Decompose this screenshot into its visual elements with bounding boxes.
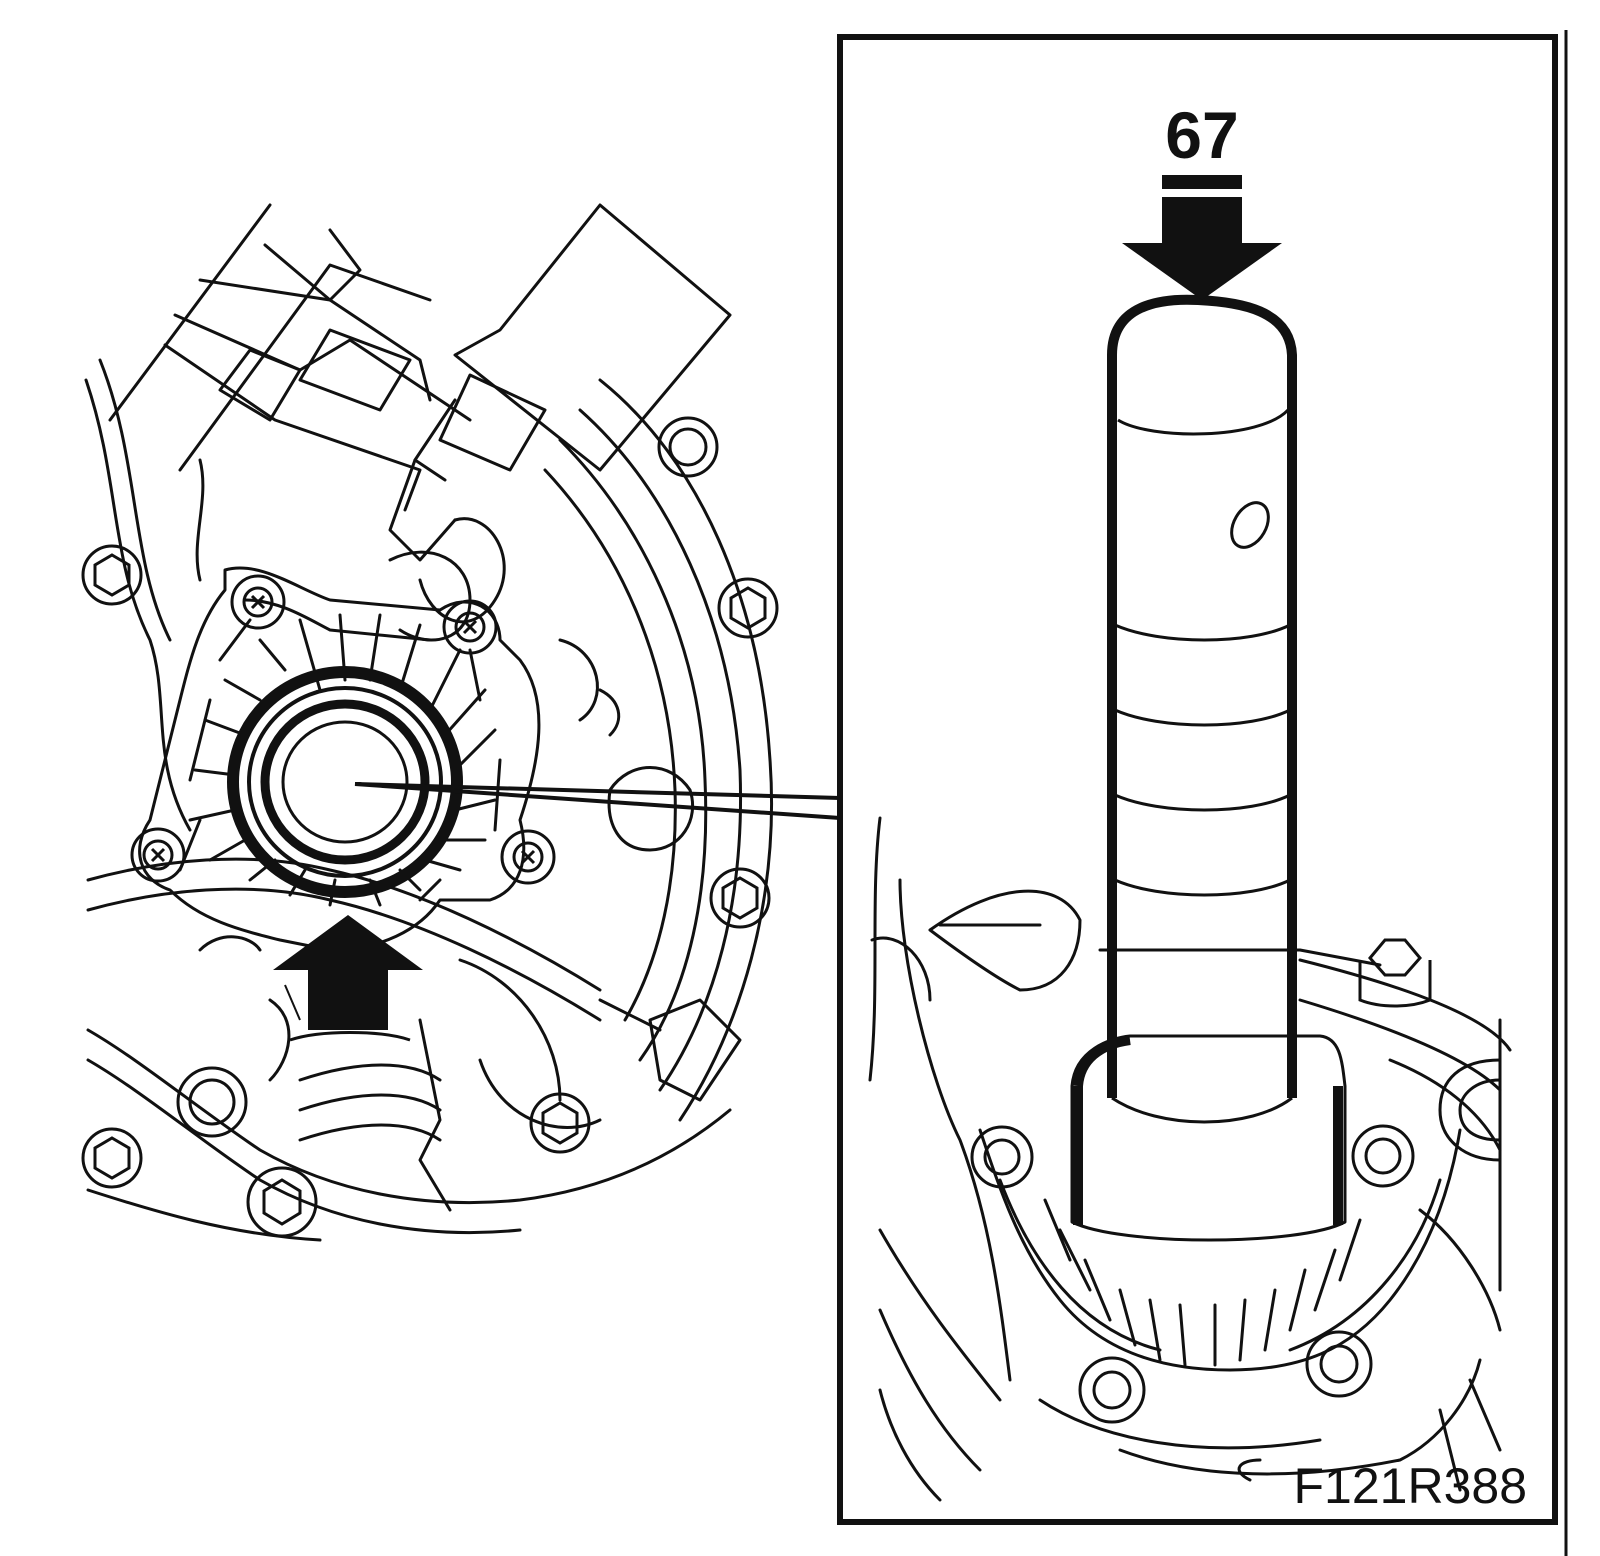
detail-housing bbox=[868, 816, 1512, 1502]
installer-tool bbox=[1070, 294, 1347, 1242]
housing-bolt bbox=[81, 544, 143, 606]
detail-screw bbox=[1351, 1124, 1415, 1188]
housing-bolt bbox=[81, 1127, 143, 1189]
carrier-screws bbox=[130, 574, 556, 885]
detail-screws bbox=[970, 938, 1432, 1424]
carrier-screw bbox=[230, 574, 286, 630]
housing-bolt bbox=[246, 1166, 318, 1238]
detail-bolt bbox=[1358, 938, 1432, 1008]
housing-bolt bbox=[657, 416, 719, 478]
arrow-down-icon bbox=[1122, 175, 1282, 300]
housing-bolt bbox=[717, 577, 779, 639]
arrow-up-icon bbox=[273, 915, 423, 1042]
detail-screw bbox=[1078, 1356, 1146, 1424]
housing-bolt bbox=[529, 1092, 591, 1154]
detail-screw bbox=[1305, 1330, 1373, 1398]
tool-number-label: 67 bbox=[1165, 98, 1238, 172]
carrier-screw bbox=[130, 827, 186, 883]
shaft-seal bbox=[227, 666, 463, 898]
housing-bolts bbox=[81, 416, 779, 1238]
detail-screw bbox=[970, 1125, 1034, 1189]
carrier-screw bbox=[500, 829, 556, 885]
figure-reference-label: F121R388 bbox=[1294, 1458, 1528, 1514]
detail-frame bbox=[837, 34, 1558, 1525]
callout-connector bbox=[354, 782, 841, 820]
carrier-screw bbox=[442, 599, 498, 655]
housing-bolt bbox=[176, 1066, 248, 1138]
housing-bolt bbox=[709, 867, 771, 929]
transmission-housing bbox=[84, 203, 774, 1242]
